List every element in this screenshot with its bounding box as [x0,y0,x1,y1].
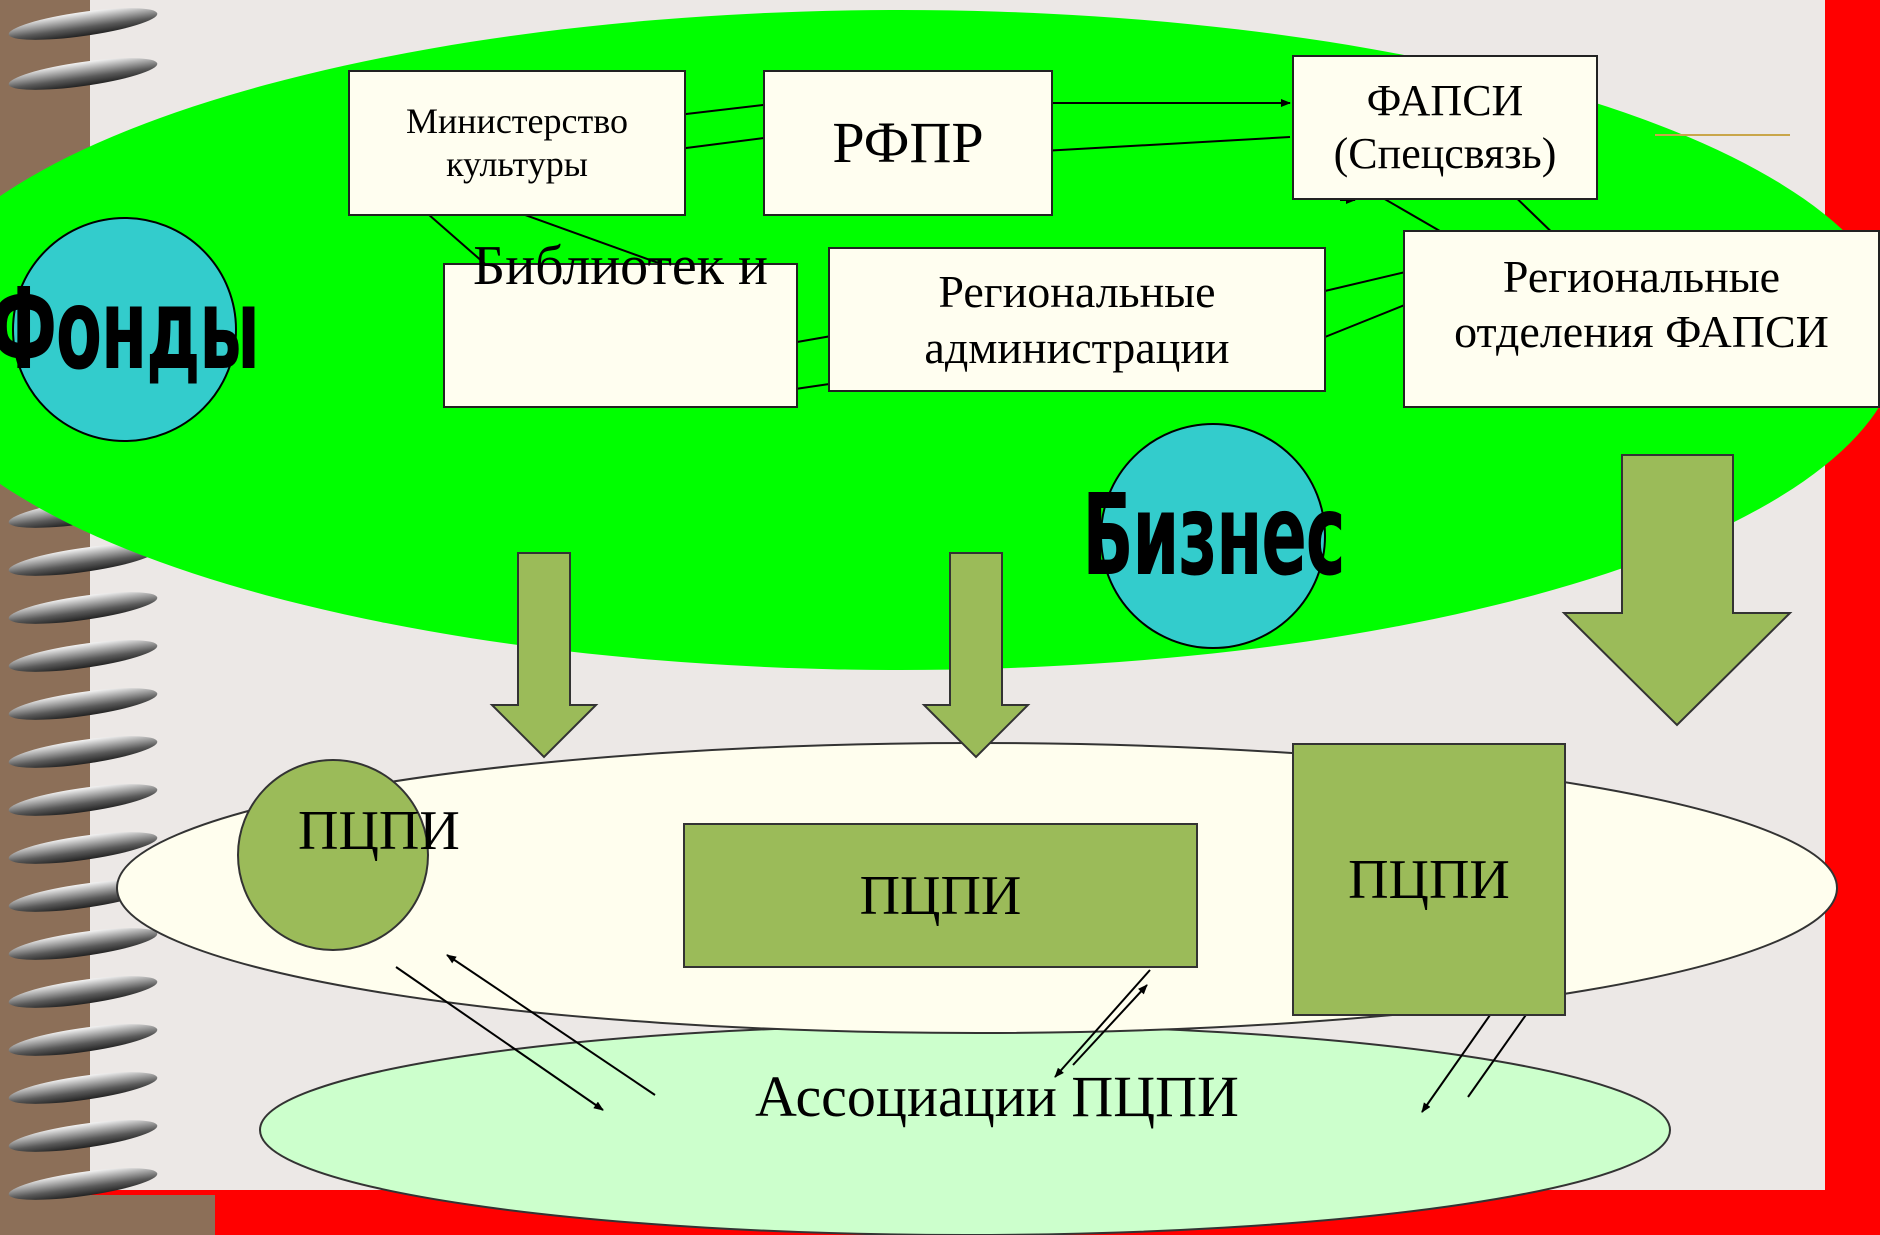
pcpi-circle-label: ПЦПИ [298,800,460,862]
box-regional-fapsi-label: Региональные отделения ФАПСИ [1454,250,1829,357]
box-libraries-label: Библиотек и [473,235,768,297]
arrow-fapsi-to-rfpr [1007,136,1291,157]
box-regional-admin: Региональные администрации [828,247,1326,392]
pcpi-circle-shape [237,759,429,951]
box-fapsi-label: ФАПСИ (Спецсвязь) [1333,75,1557,178]
down-arrow-icon [1561,454,1793,727]
bottom-ellipse [259,1024,1671,1235]
box-ministry: Министерство культуры [348,70,686,216]
badge-business: Бизнес [1082,423,1345,649]
badge-business-label: Бизнес [1082,471,1345,601]
box-rfpr: РФПР [763,70,1053,216]
box-libraries: Библиотек и [443,235,798,408]
down-arrow-icon [489,552,599,759]
pcpi-square: ПЦПИ [1292,743,1566,1016]
down-arrow-icon [921,552,1031,759]
box-regional-fapsi: Региональные отделения ФАПСИ [1403,230,1880,408]
arrow-circle-to-association [395,966,604,1111]
arrow-association-to-rect [1072,984,1148,1066]
pcpi-square-label: ПЦПИ [1348,848,1510,911]
box-ministry-label: Министерство культуры [406,100,628,184]
notebook-bottom-edge [90,1195,215,1235]
pcpi-rect-label: ПЦПИ [859,864,1022,927]
pcpi-rect: ПЦПИ [683,823,1198,968]
arrow-association-to-circle [446,954,656,1096]
badge-funds-label: Фонды [0,264,260,395]
box-rfpr-label: РФПР [832,110,984,176]
arrow-square-to-association [1421,997,1503,1113]
box-fapsi: ФАПСИ (Спецсвязь) [1292,55,1598,200]
box-regional-admin-label: Региональные администрации [924,266,1230,373]
badge-funds: Фонды [0,217,260,442]
arrow-rect-to-association [1054,969,1151,1078]
association-label: Ассоциации ПЦПИ [755,1064,1239,1129]
